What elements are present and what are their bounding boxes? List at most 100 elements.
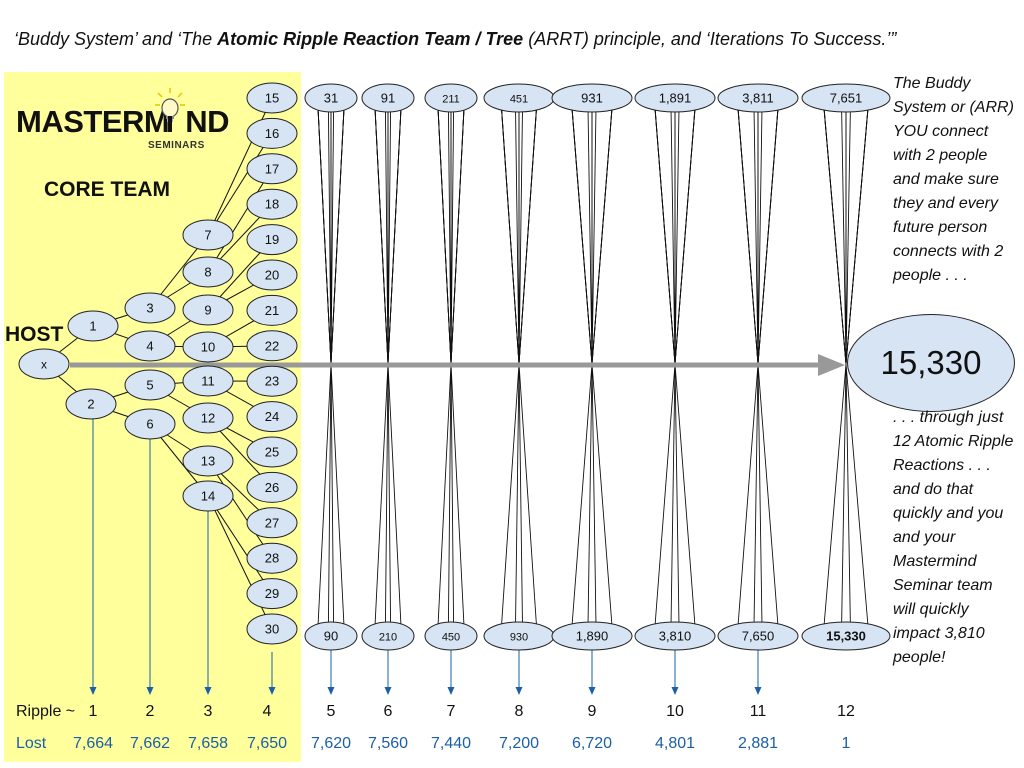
lost-value: 7,440: [430, 735, 472, 752]
svg-text:30: 30: [265, 622, 279, 637]
column-top-node: 31: [304, 83, 358, 113]
column-bottom-node: 450: [424, 621, 478, 651]
ripple-number: 12: [837, 703, 855, 720]
column-bottom-node: 7,650: [717, 621, 799, 651]
ripple-number: 3: [203, 703, 213, 720]
tree-node-8: 8: [182, 256, 234, 288]
ripple-number: 11: [749, 703, 767, 720]
svg-text:22: 22: [265, 338, 279, 353]
ripple-number: 1: [88, 703, 98, 720]
column-bottom-node: 90: [304, 621, 358, 651]
svg-text:17: 17: [265, 161, 279, 176]
tree-node-29: 29: [246, 578, 298, 610]
tree-node-11: 11: [182, 365, 234, 397]
column-bottom-node: 930: [483, 621, 555, 651]
svg-text:25: 25: [265, 445, 279, 460]
svg-text:4: 4: [146, 339, 153, 354]
column-top-node: 91: [361, 83, 415, 113]
tree-node-5: 5: [124, 369, 176, 401]
svg-text:2: 2: [87, 397, 94, 412]
tree-node-6: 6: [124, 408, 176, 440]
lost-value: 2,881: [737, 735, 779, 752]
lost-value: 4,801: [654, 735, 696, 752]
svg-text:21: 21: [265, 303, 279, 318]
tree-node-13: 13: [182, 445, 234, 477]
tree-node-10: 10: [182, 331, 234, 363]
column-top-node: 7,651: [801, 83, 891, 113]
svg-text:20: 20: [265, 268, 279, 283]
page-title: ‘Buddy System’ and ‘The Atomic Ripple Re…: [14, 29, 897, 49]
column-bottom-node: 1,890: [551, 621, 633, 651]
column-top-node: 211: [424, 83, 478, 113]
tree-node-20: 20: [246, 259, 298, 291]
tree-node-9: 9: [182, 294, 234, 326]
tree-node-23: 23: [246, 365, 298, 397]
side-note-top: The Buddy System or (ARR) YOU connect wi…: [893, 75, 1014, 284]
lost-value: 7,662: [129, 735, 171, 752]
lost-value: 1: [841, 735, 851, 752]
ripple-number: 5: [326, 703, 336, 720]
svg-text:3,810: 3,810: [659, 629, 692, 644]
ripple-number: 7: [446, 703, 456, 720]
svg-text:x: x: [41, 358, 47, 372]
svg-text:3: 3: [146, 301, 153, 316]
column-top-node: 931: [551, 83, 633, 113]
tree-node-7: 7: [182, 219, 234, 251]
lost-value: 7,200: [498, 735, 540, 752]
lost-row-label: Lost: [16, 735, 47, 752]
lost-value: 7,664: [72, 735, 114, 752]
ripple-number: 4: [262, 703, 272, 720]
column-bottom-node: 15,330: [801, 621, 891, 651]
svg-text:210: 210: [379, 632, 397, 644]
tree-node-21: 21: [246, 294, 298, 326]
column-top-node: 3,811: [717, 83, 799, 113]
tree-node-30: 30: [246, 613, 298, 645]
svg-text:16: 16: [265, 126, 279, 141]
tree-node-15: 15: [246, 82, 298, 114]
svg-text:451: 451: [510, 94, 528, 106]
svg-text:24: 24: [265, 409, 279, 424]
svg-text:14: 14: [201, 489, 215, 504]
tree-node-22: 22: [246, 330, 298, 362]
svg-text:27: 27: [265, 515, 279, 530]
tree-node-1: 1: [67, 310, 119, 342]
svg-text:7,651: 7,651: [830, 91, 863, 106]
svg-text:7: 7: [204, 228, 211, 243]
tree-node-3: 3: [124, 292, 176, 324]
svg-text:15: 15: [265, 91, 279, 106]
svg-text:8: 8: [204, 265, 211, 280]
ripple-number: 6: [383, 703, 393, 720]
column-bottom-node: 3,810: [634, 621, 716, 651]
tree-node-17: 17: [246, 153, 298, 185]
lost-value: 7,620: [310, 735, 352, 752]
tree-node-25: 25: [246, 436, 298, 468]
svg-text:6: 6: [146, 417, 153, 432]
svg-text:31: 31: [324, 91, 338, 106]
svg-text:7,650: 7,650: [742, 629, 775, 644]
tree-node-16: 16: [246, 117, 298, 149]
svg-text:450: 450: [442, 632, 460, 644]
svg-text:211: 211: [442, 94, 460, 106]
svg-text:29: 29: [265, 586, 279, 601]
svg-text:930: 930: [510, 632, 528, 644]
svg-text:23: 23: [265, 374, 279, 389]
svg-text:931: 931: [581, 91, 603, 106]
tree-node-24: 24: [246, 401, 298, 433]
ripple-number: 8: [514, 703, 524, 720]
host-node: x: [18, 348, 70, 380]
ripple-number: 9: [587, 703, 597, 720]
tree-node-4: 4: [124, 330, 176, 362]
tree-node-19: 19: [246, 224, 298, 256]
svg-text:12: 12: [201, 411, 215, 426]
lost-value: 7,560: [367, 735, 409, 752]
svg-text:9: 9: [204, 303, 211, 318]
side-note-bottom: . . . through just 12 Atomic Ripple Reac…: [893, 409, 1014, 666]
tree-node-14: 14: [182, 480, 234, 512]
svg-text:13: 13: [201, 454, 215, 469]
svg-text:19: 19: [265, 232, 279, 247]
svg-text:10: 10: [201, 340, 215, 355]
ripple-row-label: Ripple ~: [16, 703, 76, 720]
